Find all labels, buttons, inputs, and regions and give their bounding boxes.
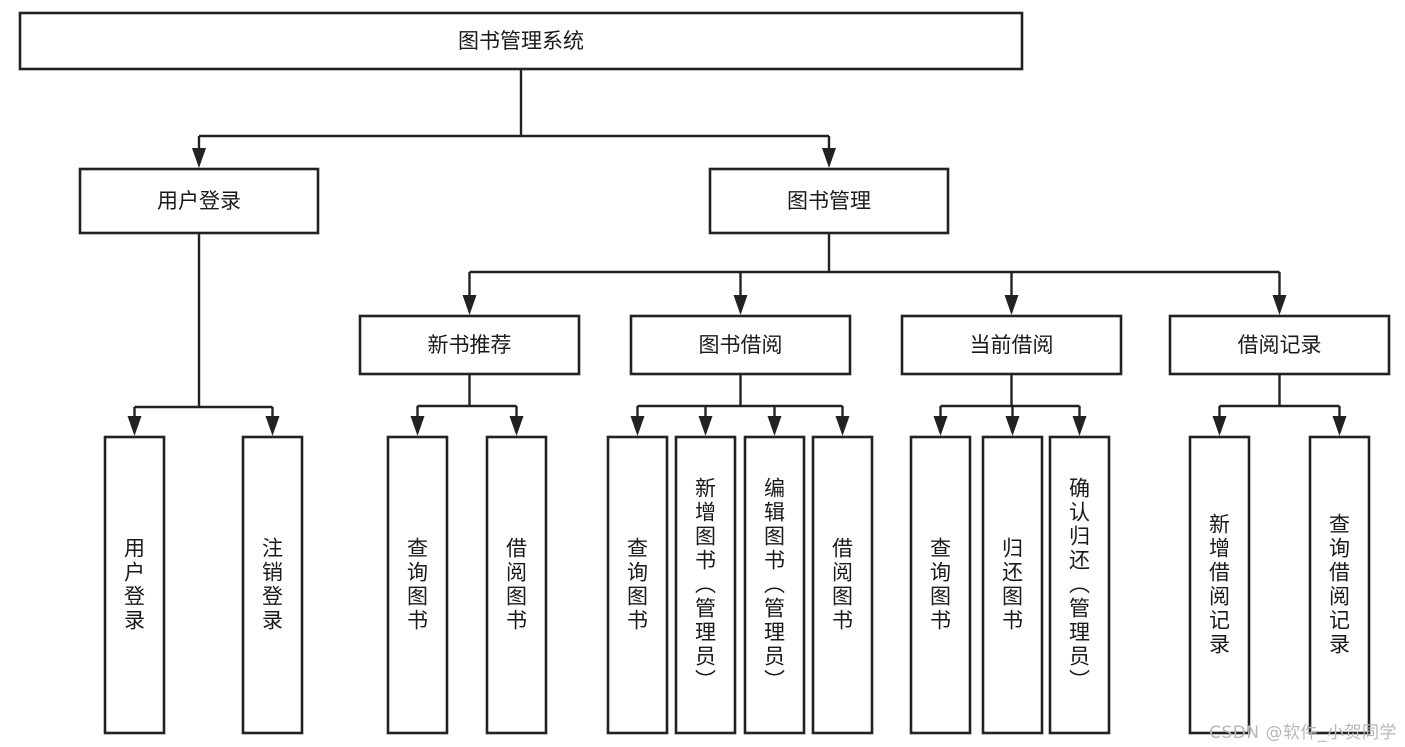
node-book-borrow[interactable]: 图书借阅 — [629, 314, 852, 376]
node-leaf-user-login[interactable]: 用户登录 — [103, 435, 166, 735]
node-current-borrow-box[interactable] — [900, 314, 1123, 376]
node-leaf-borrow-book-box[interactable] — [811, 435, 874, 735]
node-leaf-query-book-recommend-label: 查询图书 — [407, 537, 428, 633]
node-book-management-box[interactable] — [708, 167, 950, 235]
node-layer: 图书管理系统用户登录图书管理新书推荐图书借阅当前借阅借阅记录用户登录注销登录查询… — [18, 11, 1391, 735]
connector-arrowhead — [1072, 416, 1087, 436]
node-leaf-query-borrow-record-label: 查询借阅记录 — [1329, 513, 1350, 657]
node-leaf-add-borrow-record-label: 新增借阅记录 — [1209, 513, 1230, 657]
node-user-login-label: 用户登录 — [157, 189, 241, 213]
node-leaf-user-login-label: 用户登录 — [124, 537, 145, 633]
node-current-borrow-label: 当前借阅 — [970, 333, 1054, 357]
connector-arrowhead — [1005, 416, 1020, 436]
connector-arrowhead — [265, 416, 280, 436]
node-leaf-query-borrow-record[interactable]: 查询借阅记录 — [1308, 435, 1371, 735]
node-book-management-label: 图书管理 — [787, 189, 871, 213]
node-leaf-query-book-recommend[interactable]: 查询图书 — [386, 435, 449, 735]
node-leaf-query-book-recommend-box[interactable] — [386, 435, 449, 735]
node-current-borrow[interactable]: 当前借阅 — [900, 314, 1123, 376]
connector-arrowhead — [192, 148, 206, 168]
node-leaf-confirm-return-admin[interactable]: 确认归还︵管理员︶ — [1048, 435, 1111, 735]
connector-arrowhead — [698, 416, 713, 436]
node-leaf-return-book-box[interactable] — [981, 435, 1044, 735]
node-leaf-add-borrow-record[interactable]: 新增借阅记录 — [1188, 435, 1251, 735]
node-leaf-confirm-return-admin-box[interactable] — [1048, 435, 1111, 735]
node-leaf-confirm-return-admin-label: 确认归还︵管理员︶ — [1069, 477, 1090, 693]
node-user-login[interactable]: 用户登录 — [78, 167, 320, 235]
connector-arrowhead — [767, 416, 782, 436]
connector-arrowhead — [127, 416, 142, 436]
node-root[interactable]: 图书管理系统 — [18, 11, 1024, 71]
connector-layer — [127, 69, 1347, 436]
node-leaf-add-book-admin[interactable]: 新增图书︵管理员︶ — [674, 435, 737, 735]
node-user-login-box[interactable] — [78, 167, 320, 235]
node-leaf-query-book-current-label: 查询图书 — [930, 537, 951, 633]
node-leaf-logout-login-label: 注销登录 — [262, 537, 283, 633]
node-book-borrow-box[interactable] — [629, 314, 852, 376]
connector-arrowhead — [410, 416, 425, 436]
node-leaf-edit-book-admin[interactable]: 编辑图书︵管理员︶ — [743, 435, 806, 735]
node-leaf-edit-book-admin-label: 编辑图书︵管理员︶ — [764, 477, 785, 693]
node-leaf-borrow-book-recommend[interactable]: 借阅图书 — [485, 435, 548, 735]
connector-arrowhead — [630, 416, 645, 436]
node-leaf-borrow-book[interactable]: 借阅图书 — [811, 435, 874, 735]
connector-arrowhead — [835, 416, 850, 436]
node-borrow-record[interactable]: 借阅记录 — [1168, 314, 1391, 376]
node-leaf-borrow-book-recommend-box[interactable] — [485, 435, 548, 735]
node-new-book-recommend[interactable]: 新书推荐 — [358, 314, 581, 376]
node-borrow-record-box[interactable] — [1168, 314, 1391, 376]
connector-arrowhead — [1004, 295, 1019, 315]
node-leaf-query-borrow-record-box[interactable] — [1308, 435, 1371, 735]
node-root-box[interactable] — [18, 11, 1024, 71]
node-leaf-add-book-admin-label: 新增图书︵管理员︶ — [695, 477, 716, 693]
node-leaf-user-login-box[interactable] — [103, 435, 166, 735]
node-leaf-add-borrow-record-box[interactable] — [1188, 435, 1251, 735]
connector-arrowhead — [1272, 295, 1287, 315]
node-leaf-logout-login-box[interactable] — [241, 435, 304, 735]
watermark-text: CSDN @软件_小贺同学 — [1209, 723, 1397, 743]
node-leaf-query-book-borrow[interactable]: 查询图书 — [606, 435, 669, 735]
connector-arrowhead — [1332, 416, 1347, 436]
connector-arrowhead — [1212, 416, 1227, 436]
node-leaf-edit-book-admin-box[interactable] — [743, 435, 806, 735]
connector-arrowhead — [733, 295, 748, 315]
connector-arrowhead — [933, 416, 948, 436]
node-leaf-add-book-admin-box[interactable] — [674, 435, 737, 735]
node-book-management[interactable]: 图书管理 — [708, 167, 950, 235]
node-leaf-borrow-book-label: 借阅图书 — [832, 537, 853, 633]
node-new-book-recommend-box[interactable] — [358, 314, 581, 376]
node-new-book-recommend-label: 新书推荐 — [428, 333, 512, 357]
node-leaf-return-book-label: 归还图书 — [1002, 537, 1023, 633]
node-borrow-record-label: 借阅记录 — [1238, 333, 1322, 357]
node-leaf-return-book[interactable]: 归还图书 — [981, 435, 1044, 735]
node-leaf-query-book-borrow-box[interactable] — [606, 435, 669, 735]
node-leaf-query-book-current[interactable]: 查询图书 — [909, 435, 972, 735]
node-leaf-borrow-book-recommend-label: 借阅图书 — [506, 537, 527, 633]
connector-arrowhead — [509, 416, 524, 436]
node-leaf-query-book-borrow-label: 查询图书 — [627, 537, 648, 633]
node-leaf-query-book-current-box[interactable] — [909, 435, 972, 735]
connector-arrowhead — [822, 148, 836, 168]
connector-arrowhead — [462, 295, 477, 315]
node-root-label: 图书管理系统 — [458, 29, 584, 53]
node-book-borrow-label: 图书借阅 — [699, 333, 783, 357]
node-leaf-logout-login[interactable]: 注销登录 — [241, 435, 304, 735]
